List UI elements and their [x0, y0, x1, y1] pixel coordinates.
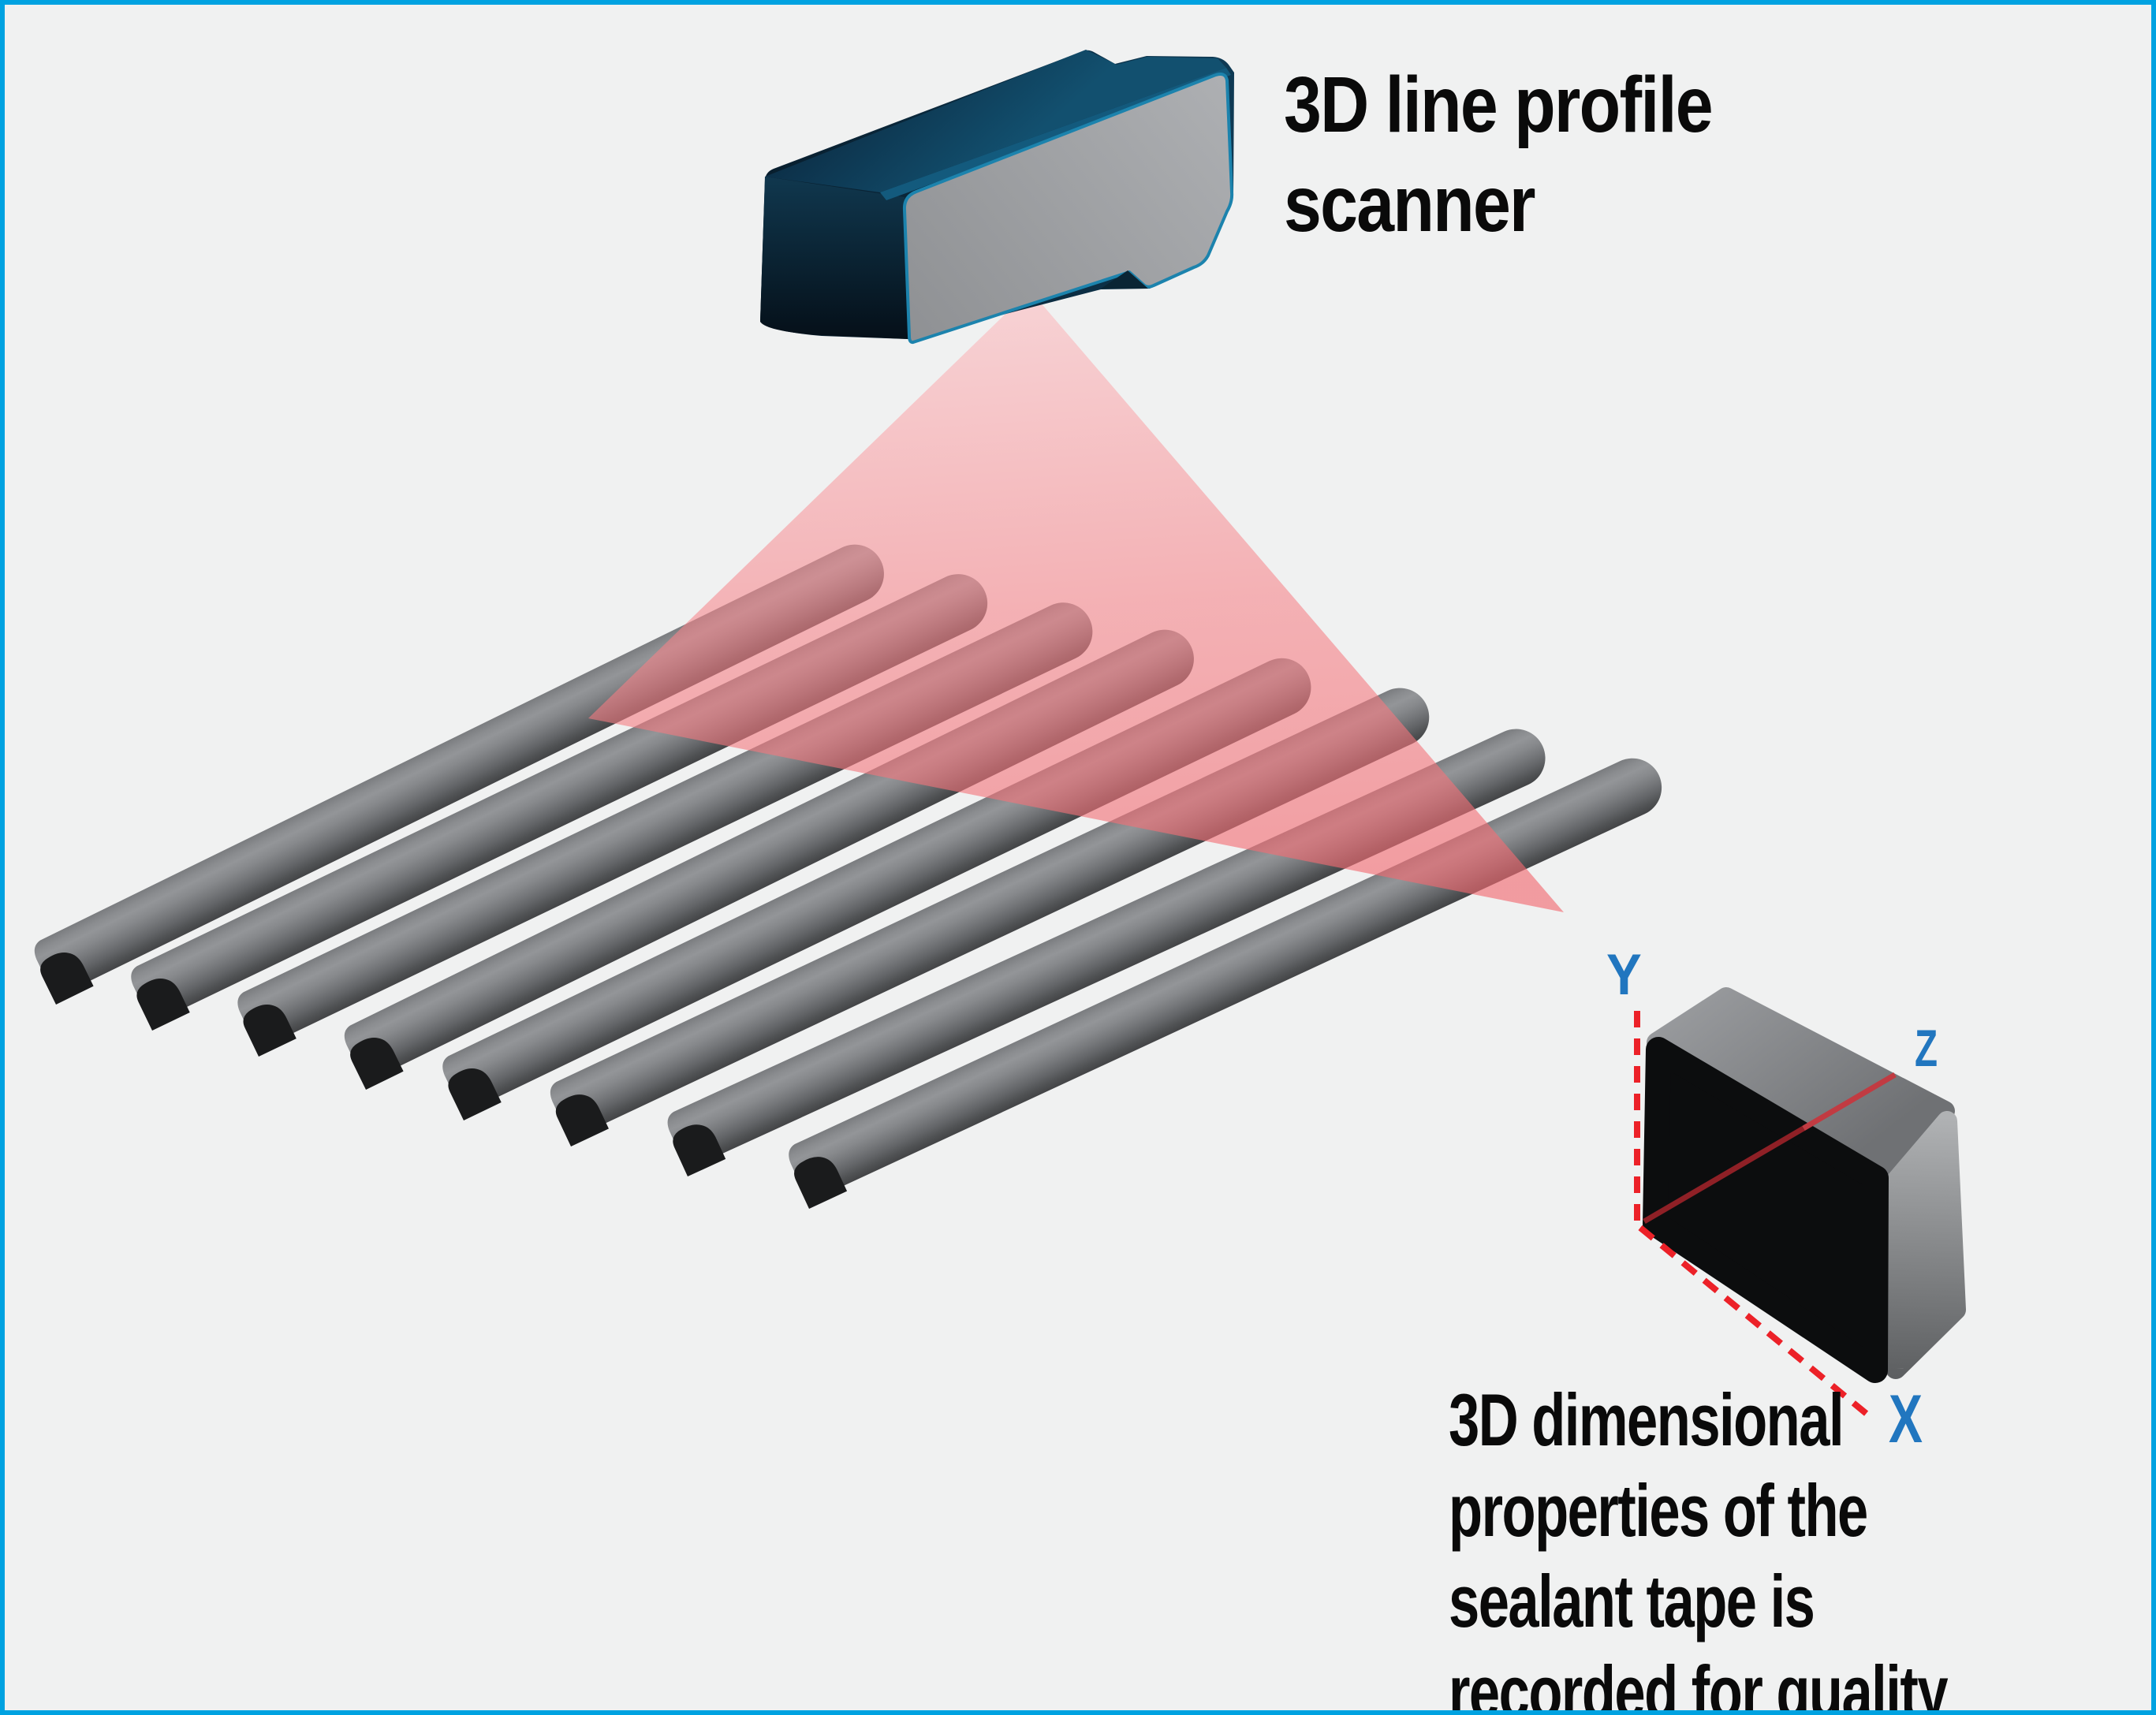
scanner-label-line2: scanner	[1284, 160, 1536, 248]
sealant-tape-end-cap	[448, 1068, 502, 1120]
block-front-face	[1643, 1037, 1889, 1383]
x-axis-label: X	[1889, 1381, 1923, 1457]
cross-section-block	[1643, 987, 1966, 1383]
laser-fan	[588, 290, 1564, 912]
scanner-left-face	[760, 177, 908, 339]
scanner-top-bevel	[880, 68, 1231, 200]
scanner-label: 3D line profile scanner	[1284, 55, 1714, 254]
sealant-tape-end-cap	[243, 1005, 297, 1057]
caption-line2: properties of the	[1449, 1469, 1868, 1552]
sealant-tape-end-cap	[673, 1124, 726, 1176]
scanner-label-line1: 3D line profile	[1284, 61, 1714, 149]
scanner-device	[760, 50, 1234, 345]
sealant-tape-end-cap	[40, 952, 94, 1005]
diagram-graphics	[34, 50, 1966, 1417]
z-axis-line-top	[1802, 1072, 1897, 1132]
sealant-tape-end-cap	[350, 1037, 404, 1090]
z-axis-label: Z	[1915, 1019, 1938, 1077]
x-axis-dashed-line	[1638, 1225, 1869, 1417]
axes	[1634, 1011, 1897, 1417]
scanner-laser-aperture	[1101, 270, 1148, 289]
scanner-top-face	[765, 50, 1226, 192]
caption-line3: sealant tape is	[1449, 1560, 1815, 1642]
sealant-tape-end-cap	[794, 1157, 848, 1209]
caption-text: 3D dimensional properties of the sealant…	[1449, 1374, 1949, 1715]
block-side-face	[1882, 1111, 1966, 1379]
y-axis-label: Y	[1606, 943, 1642, 1007]
sealant-tape-end-cap	[136, 979, 190, 1031]
caption-line4: recorded for quality	[1449, 1650, 1949, 1715]
sealant-tape-end-cap	[555, 1094, 609, 1146]
caption-line1: 3D dimensional	[1449, 1378, 1845, 1461]
z-axis-line-front	[1643, 1125, 1805, 1225]
